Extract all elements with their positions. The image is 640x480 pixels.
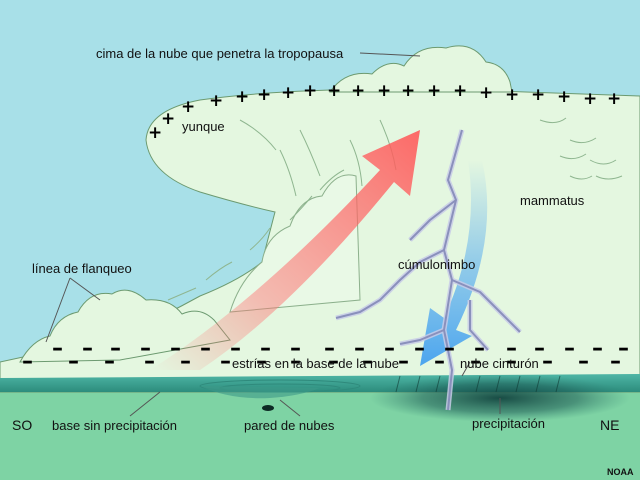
cloud-texture bbox=[167, 117, 623, 301]
positive-charge: + bbox=[148, 123, 163, 143]
negative-charge: – bbox=[180, 349, 191, 374]
positive-charge: + bbox=[281, 83, 296, 103]
label-overshooting-top: cima de la nube que penetra la tropopaus… bbox=[96, 46, 344, 61]
negative-charge: – bbox=[110, 336, 121, 361]
negative-charge: – bbox=[256, 349, 267, 374]
negative-charge: – bbox=[444, 336, 455, 361]
positive-charge: + bbox=[351, 81, 366, 101]
negative-charge: – bbox=[506, 336, 517, 361]
negative-charge: – bbox=[470, 349, 481, 374]
positive-charge: + bbox=[303, 81, 318, 101]
positive-charge: + bbox=[257, 85, 272, 105]
label-anvil: yunque bbox=[182, 119, 225, 134]
negative-charge: – bbox=[434, 349, 445, 374]
positive-charge: + bbox=[235, 87, 250, 107]
positive-charge: + bbox=[401, 81, 416, 101]
positive-charge: + bbox=[557, 87, 572, 107]
label-southwest: SO bbox=[12, 417, 33, 433]
negative-charge: – bbox=[260, 336, 271, 361]
negative-charge: – bbox=[362, 349, 373, 374]
label-shelf-cloud: nube cinturón bbox=[460, 356, 539, 371]
label-northeast: NE bbox=[600, 417, 620, 433]
negative-charge: – bbox=[610, 349, 621, 374]
negative-charge: – bbox=[618, 336, 629, 361]
negative-charge: – bbox=[564, 336, 575, 361]
positive-charge: + bbox=[453, 81, 468, 101]
negative-charge: – bbox=[324, 336, 335, 361]
label-striations: estrías en la base de la nube bbox=[232, 356, 399, 371]
label-precipitation: precipitación bbox=[472, 416, 545, 431]
updraft-arrow bbox=[150, 130, 420, 370]
overshooting-top bbox=[329, 45, 513, 93]
label-wall-cloud: pared de nubes bbox=[244, 418, 335, 433]
positive-charge: + bbox=[209, 91, 224, 111]
negative-charge: – bbox=[68, 349, 79, 374]
cumulus-towers bbox=[229, 174, 361, 313]
positive-charge: + bbox=[327, 81, 342, 101]
credit-label: NOAA bbox=[607, 467, 634, 477]
negative-charge: – bbox=[200, 336, 211, 361]
negative-charge: – bbox=[82, 336, 93, 361]
negative-charge: – bbox=[578, 349, 589, 374]
leader-lines bbox=[45, 52, 501, 417]
downdraft-arrow bbox=[420, 160, 488, 366]
negative-charge: – bbox=[542, 349, 553, 374]
label-rain-free-base: base sin precipitación bbox=[52, 418, 178, 433]
wall-cloud bbox=[200, 386, 320, 399]
wall-cloud-funnel bbox=[262, 405, 274, 411]
negative-charge: – bbox=[534, 336, 545, 361]
negative-charge: – bbox=[22, 349, 33, 374]
negative-charge: – bbox=[474, 336, 485, 361]
label-mammatus: mammatus bbox=[520, 193, 585, 208]
negative-charge: – bbox=[290, 336, 301, 361]
positive-charge: + bbox=[161, 109, 176, 129]
negative-charge: – bbox=[592, 336, 603, 361]
lightning-bolt bbox=[335, 129, 521, 411]
positive-charge: + bbox=[531, 85, 546, 105]
negative-charge: – bbox=[144, 349, 155, 374]
positive-charge: + bbox=[505, 85, 520, 105]
negative-charge: – bbox=[506, 349, 517, 374]
negative-charge: – bbox=[384, 336, 395, 361]
negative-charge: – bbox=[230, 336, 241, 361]
negative-charge: – bbox=[220, 349, 231, 374]
positive-charge: + bbox=[479, 83, 494, 103]
negative-charge: – bbox=[52, 336, 63, 361]
positive-charge: + bbox=[181, 97, 196, 117]
positive-charge: + bbox=[377, 81, 392, 101]
negative-charge: – bbox=[328, 349, 339, 374]
rain-streaks bbox=[395, 375, 561, 393]
flanking-line-towers bbox=[19, 289, 231, 363]
negative-charge: – bbox=[354, 336, 365, 361]
positive-charge: + bbox=[583, 89, 598, 109]
negative-charge: – bbox=[104, 349, 115, 374]
label-cumulonimbus: cúmulonimbo bbox=[398, 257, 476, 272]
negative-charge: – bbox=[140, 336, 151, 361]
negative-charge: – bbox=[398, 349, 409, 374]
positive-charge: + bbox=[427, 81, 442, 101]
negative-charge: – bbox=[290, 349, 301, 374]
label-flanking-line: línea de flanqueo bbox=[32, 261, 132, 276]
negative-charge: – bbox=[170, 336, 181, 361]
positive-charge: + bbox=[607, 89, 622, 109]
negative-charge: – bbox=[414, 336, 425, 361]
